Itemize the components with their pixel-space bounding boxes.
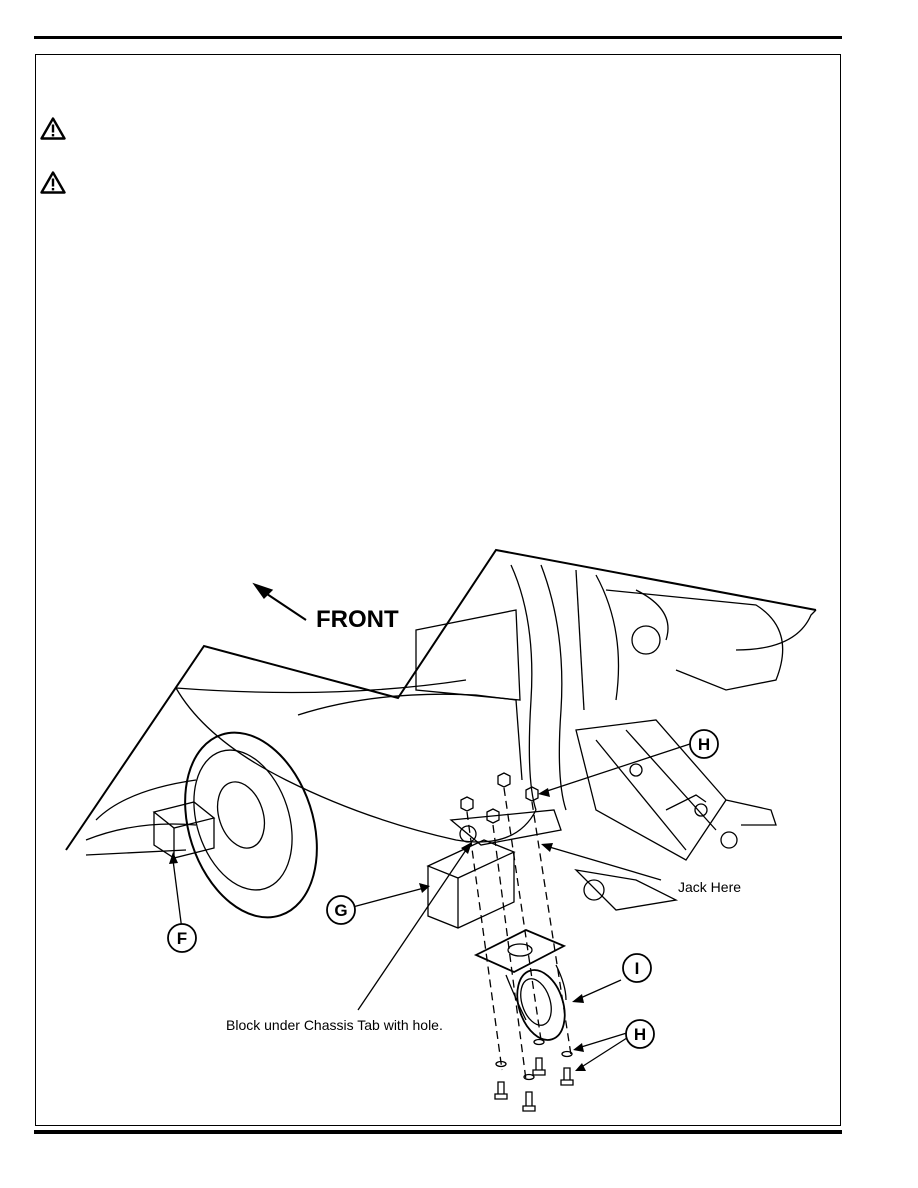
caster-diagram-svg: FRONT F G H I H Jack Here Block under Ch… (65, 548, 817, 1112)
machine-body-outline (65, 548, 817, 851)
jack-here-label: Jack Here (678, 879, 741, 895)
content-frame (35, 54, 841, 1126)
front-arrow (252, 582, 274, 600)
front-label: FRONT (316, 606, 399, 633)
callout-g: G (334, 901, 347, 920)
rear-wheel (184, 731, 318, 919)
caster-plate (473, 929, 567, 973)
header-rule (34, 36, 842, 39)
callout-f: F (177, 929, 187, 948)
warning-triangle-icon (40, 117, 66, 140)
caster-wheel (516, 969, 566, 1041)
warning-triangle-icon (40, 171, 66, 194)
caster-installation-figure: FRONT F G H I H Jack Here Block under Ch… (36, 480, 840, 1124)
callout-h-bottom: H (634, 1025, 646, 1044)
callout-h-top: H (698, 735, 710, 754)
callout-i: I (635, 959, 640, 978)
footer-rule (34, 1130, 842, 1134)
block-under-tab-label: Block under Chassis Tab with hole. (226, 1017, 443, 1033)
